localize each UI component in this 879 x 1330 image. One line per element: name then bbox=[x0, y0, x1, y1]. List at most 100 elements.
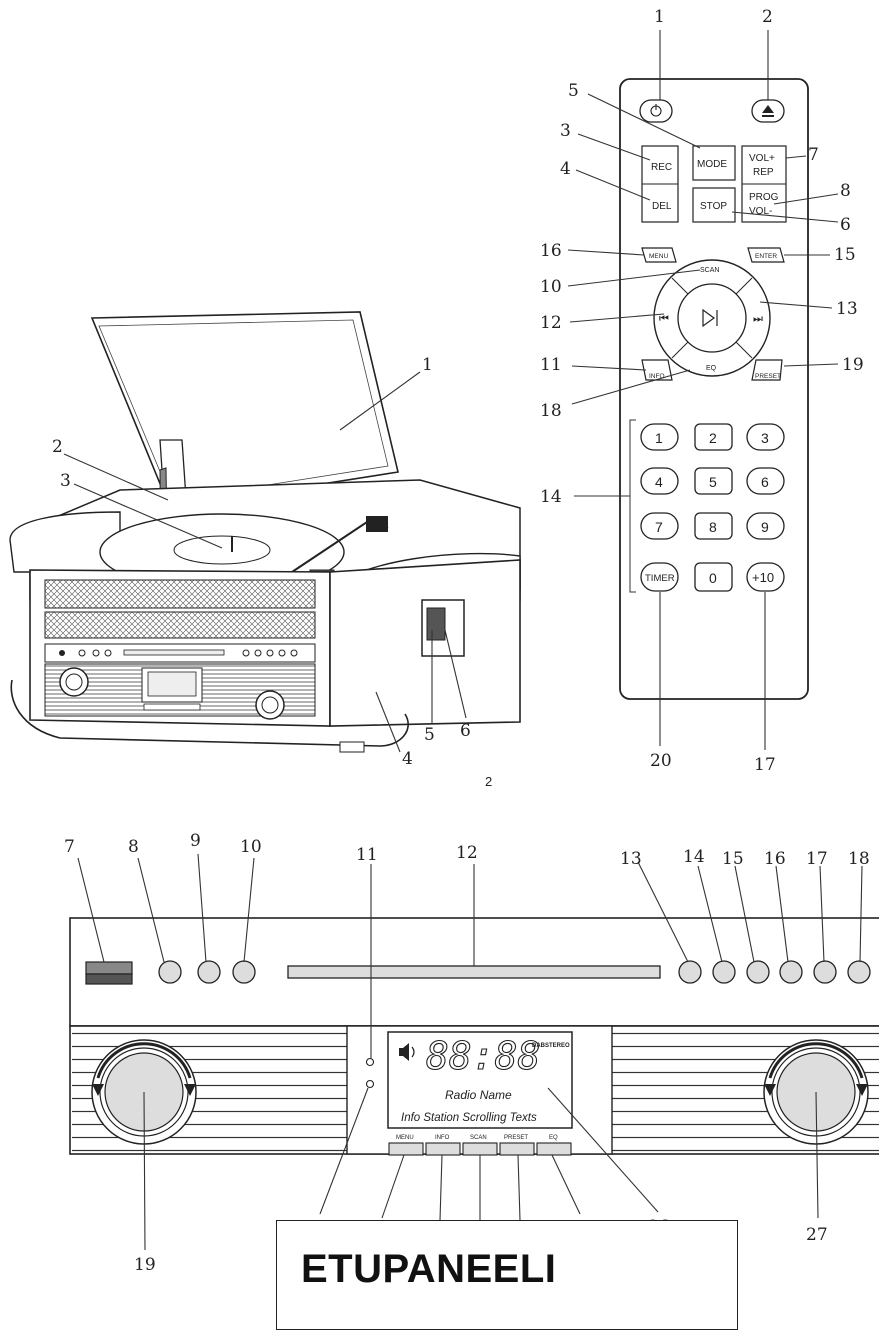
tt-callout-1: 1 bbox=[422, 355, 433, 375]
remote-digit-9[interactable] bbox=[746, 512, 785, 540]
remote-prog-button[interactable]: PROG bbox=[749, 192, 779, 203]
fp-callout-13: 13 bbox=[620, 849, 642, 869]
remote-callout-10: 10 bbox=[540, 277, 562, 297]
panel-button-16[interactable] bbox=[779, 960, 803, 984]
lcd-display bbox=[387, 1031, 573, 1129]
remote-callout-6: 6 bbox=[840, 215, 851, 235]
panel-scan-button[interactable] bbox=[462, 1142, 498, 1156]
remote-scan-button[interactable]: SCAN bbox=[700, 267, 719, 274]
eject-icon bbox=[762, 105, 774, 113]
panel-scan-label: SCAN bbox=[470, 1135, 487, 1141]
remote-vol-minus-label: VOL- bbox=[749, 206, 772, 217]
remote-digit-7[interactable] bbox=[640, 512, 679, 540]
remote-mode-button[interactable]: MODE bbox=[697, 159, 727, 170]
fp-callout-11: 11 bbox=[356, 845, 378, 865]
remote-callout-15: 17 bbox=[754, 755, 776, 775]
remote-rec-button[interactable]: REC bbox=[651, 162, 672, 173]
remote-keypad: 1 2 3 4 5 6 7 8 9 TIMER 0 +10 bbox=[640, 423, 785, 592]
section-title-box: ETUPANEELI bbox=[276, 1220, 738, 1330]
remote-menu-label: MENU bbox=[649, 253, 668, 260]
turntable-callouts: 1 2 3 4 5 6 bbox=[52, 355, 471, 769]
panel-button-18[interactable] bbox=[847, 960, 871, 984]
remote-digit-4[interactable] bbox=[640, 467, 679, 495]
fp-callout-7: 7 bbox=[64, 837, 75, 857]
fp-callout-10: 10 bbox=[240, 837, 262, 857]
tonearm-head bbox=[366, 516, 388, 532]
panel-button-13[interactable] bbox=[678, 960, 702, 984]
panel-button-9[interactable] bbox=[197, 960, 221, 984]
remote-digit-8[interactable] bbox=[694, 512, 733, 540]
speaker-icon bbox=[399, 1043, 409, 1061]
panel-button-17[interactable] bbox=[813, 960, 837, 984]
remote-enter-label: ENTER bbox=[755, 253, 777, 260]
panel-eq-label: EQ bbox=[549, 1135, 558, 1141]
panel-preset-label: PRESET bbox=[504, 1135, 528, 1141]
remote-info-button[interactable] bbox=[641, 359, 673, 381]
panel-button-14[interactable] bbox=[712, 960, 736, 984]
remote-timer-button[interactable] bbox=[640, 562, 679, 592]
panel-menu-label: MENU bbox=[396, 1135, 414, 1141]
remote-rep-label: REP bbox=[753, 167, 774, 178]
remote-callout-3: 3 bbox=[560, 121, 571, 141]
remote-callout-8: 8 bbox=[840, 181, 851, 201]
remote-callout-19: 19 bbox=[842, 355, 864, 375]
remote-digit-6[interactable] bbox=[746, 467, 785, 495]
remote-digit-5[interactable] bbox=[694, 467, 733, 495]
remote-info-label: INFO bbox=[649, 373, 665, 380]
tt-callout-2: 2 bbox=[52, 437, 63, 457]
panel-eq-button[interactable] bbox=[536, 1142, 572, 1156]
remote-enter-button[interactable] bbox=[747, 247, 785, 263]
remote-digit-3[interactable] bbox=[746, 423, 785, 451]
remote-stop-button[interactable]: STOP bbox=[700, 201, 727, 212]
page-marker: 2 bbox=[485, 774, 492, 789]
panel-button-15[interactable] bbox=[746, 960, 770, 984]
section-title: ETUPANEELI bbox=[301, 1247, 557, 1291]
rotate-arrow-icon bbox=[92, 1084, 104, 1096]
led-20 bbox=[365, 1079, 375, 1089]
remote-play-pause-button[interactable] bbox=[677, 283, 747, 353]
remote-digit-8-label: 8 bbox=[709, 519, 717, 535]
panel-info-button[interactable] bbox=[425, 1142, 461, 1156]
usb-port[interactable] bbox=[85, 961, 133, 975]
lcd-info-text: Info Station Scrolling Texts bbox=[401, 1112, 537, 1124]
remote-callout-2: 2 bbox=[762, 7, 773, 27]
fp-callout-16: 16 bbox=[764, 849, 786, 869]
panel-preset-button[interactable] bbox=[499, 1142, 535, 1156]
remote-callout-20: 20 bbox=[650, 751, 672, 771]
remote-next-icon[interactable]: ⏭ bbox=[753, 313, 763, 325]
fp-callout-27: 27 bbox=[806, 1225, 828, 1245]
remote-callout-12: 12 bbox=[540, 313, 562, 333]
panel-button-10[interactable] bbox=[232, 960, 256, 984]
remote-digit-1[interactable] bbox=[640, 423, 679, 451]
cd-slot[interactable] bbox=[287, 965, 661, 979]
remote-digit-6-label: 6 bbox=[761, 474, 769, 490]
remote-digit-0-label: 0 bbox=[709, 570, 717, 586]
remote-power-button[interactable] bbox=[639, 99, 673, 123]
remote-digit-1-label: 1 bbox=[655, 430, 663, 446]
remote-plus10-button[interactable] bbox=[746, 562, 785, 592]
remote-callout-5: 5 bbox=[568, 81, 579, 101]
remote-plus10-label: +10 bbox=[752, 570, 774, 585]
panel-menu-button[interactable] bbox=[388, 1142, 424, 1156]
remote-prev-icon[interactable]: ⏮ bbox=[659, 313, 669, 325]
tt-callout-4: 4 bbox=[402, 749, 413, 769]
remote-del-button[interactable]: DEL bbox=[652, 201, 672, 212]
lcd-dab-indicator: DAB bbox=[532, 1043, 546, 1049]
remote-preset-button[interactable] bbox=[751, 359, 783, 381]
remote-callout-11: 11 bbox=[540, 355, 562, 375]
lcd-time: 88:88 bbox=[426, 1034, 540, 1078]
remote-timer-label: TIMER bbox=[645, 573, 675, 584]
remote-callout-16: 15 bbox=[834, 245, 856, 265]
fp-callout-18: 18 bbox=[848, 849, 870, 869]
remote-vol-plus-button[interactable]: VOL+ bbox=[749, 153, 775, 164]
remote-eq-button[interactable]: EQ bbox=[706, 365, 717, 372]
remote-callout-7: 7 bbox=[808, 145, 819, 165]
remote-menu-button[interactable] bbox=[641, 247, 677, 263]
remote-digit-2[interactable] bbox=[694, 423, 733, 451]
fp-callout-12: 12 bbox=[456, 843, 478, 863]
fp-callout-17: 17 bbox=[806, 849, 828, 869]
remote-digit-0[interactable] bbox=[694, 562, 733, 592]
panel-button-8[interactable] bbox=[158, 960, 182, 984]
remote-control: REC DEL MODE STOP VOL+ REP PROG VOL- MEN… bbox=[619, 78, 809, 700]
remote-callout-14: 14 bbox=[540, 487, 562, 507]
